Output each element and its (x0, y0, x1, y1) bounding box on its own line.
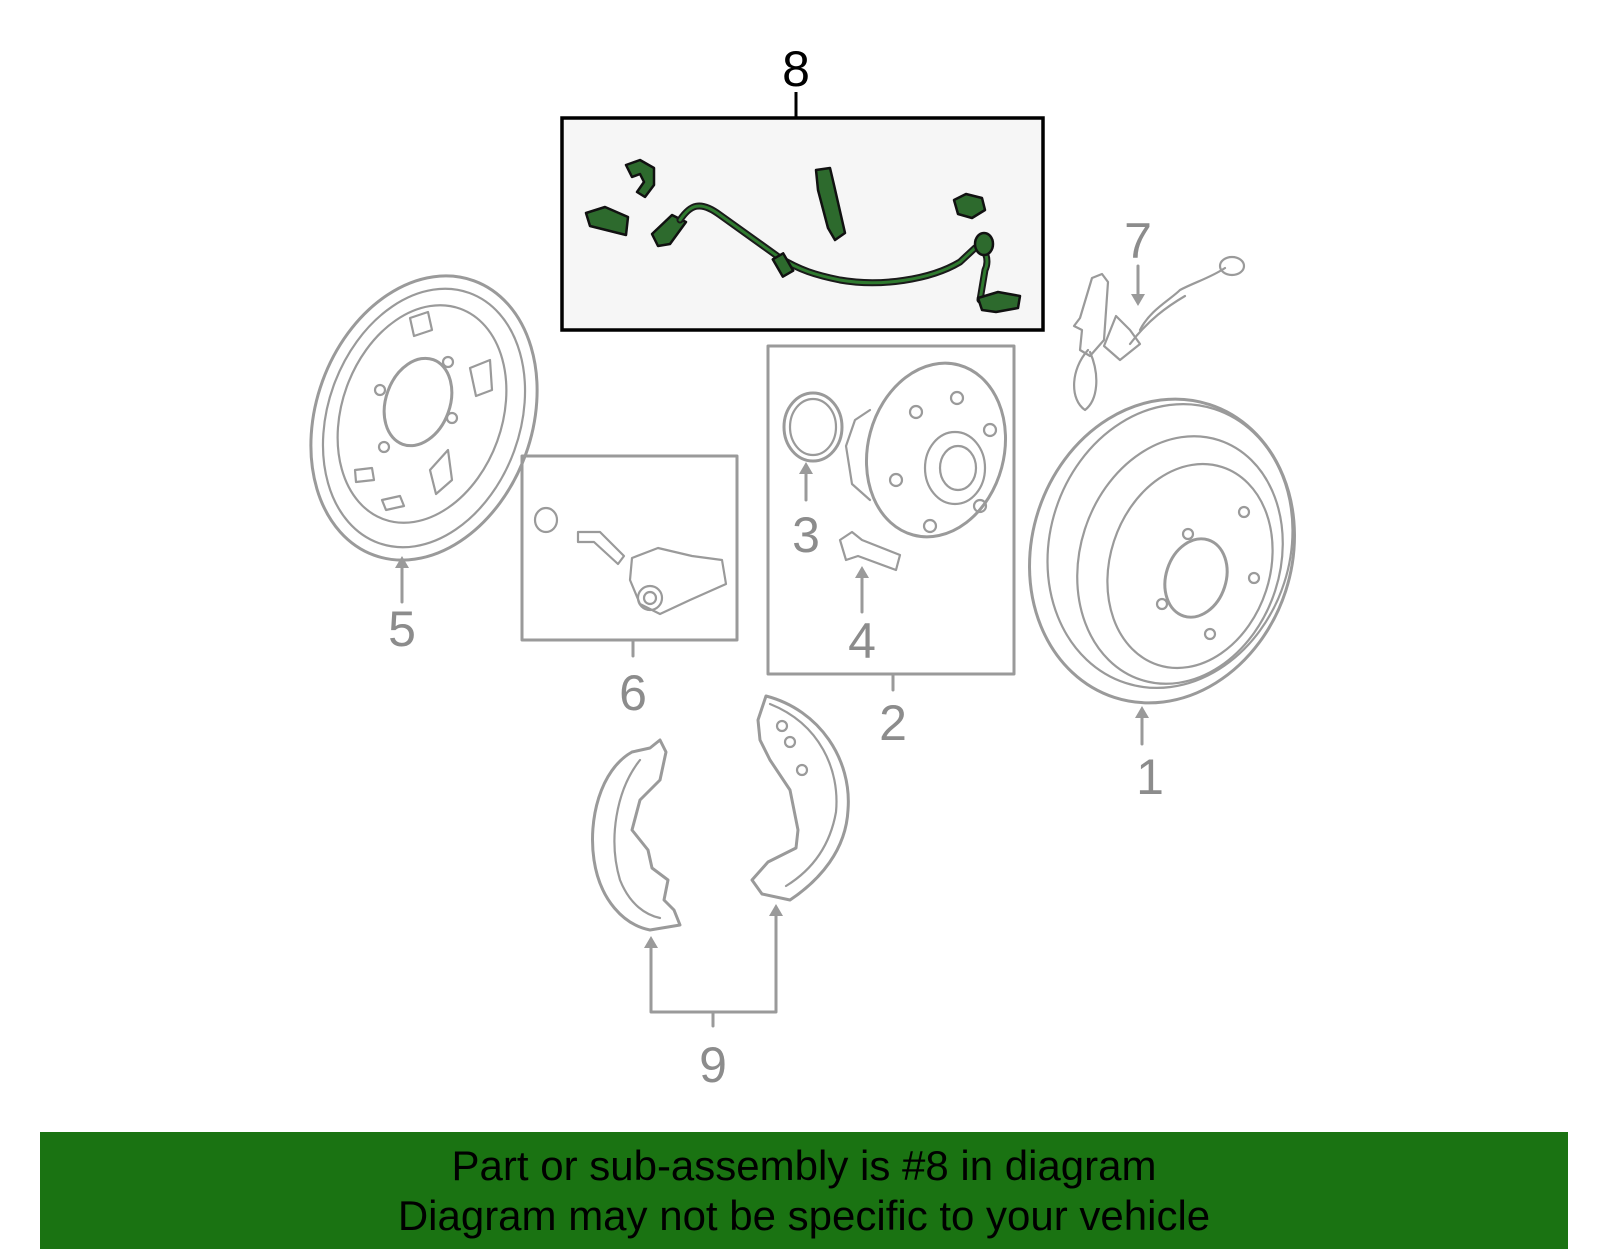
callout-3[interactable]: 3 (792, 507, 820, 563)
part-8-box (560, 116, 1045, 332)
callout-9[interactable]: 9 (699, 1037, 727, 1093)
sensor-connector-icon (650, 213, 688, 248)
callout-5[interactable]: 5 (388, 601, 416, 657)
harness-bracket-icon (584, 205, 630, 237)
callout-4[interactable]: 4 (848, 613, 876, 669)
harness-clip-icon (624, 158, 656, 199)
part-5-backing-plate[interactable] (273, 244, 576, 604)
part-9-brake-shoes[interactable] (591, 694, 850, 1028)
part-7-sensor[interactable] (1072, 255, 1246, 412)
harness-clip-right-icon (952, 192, 987, 220)
part-6-wheel-cylinder[interactable] (520, 454, 739, 658)
part-4-bolt[interactable] (838, 530, 902, 572)
callout-7[interactable]: 7 (1124, 213, 1152, 269)
part-8-group[interactable] (560, 92, 1045, 332)
parts-diagram: 8 7 5 3 4 6 2 1 9 (273, 41, 1333, 1093)
harness-center-bracket-icon (814, 166, 847, 242)
callout-2[interactable]: 2 (879, 695, 907, 751)
callout-8[interactable]: 8 (782, 41, 810, 97)
banner-line-2: Diagram may not be specific to your vehi… (397, 1191, 1211, 1239)
part-1-brake-drum[interactable] (991, 364, 1333, 746)
part-2-hub-assembly[interactable] (766, 344, 1024, 692)
info-banner: Part or sub-assembly is #8 in diagram Di… (40, 1132, 1568, 1249)
callout-6[interactable]: 6 (619, 665, 647, 721)
part-3-seal[interactable] (782, 391, 844, 463)
wheel-speed-sensor-icon (976, 290, 1022, 314)
banner-line-1: Part or sub-assembly is #8 in diagram (451, 1141, 1157, 1189)
callout-1[interactable]: 1 (1136, 749, 1164, 805)
